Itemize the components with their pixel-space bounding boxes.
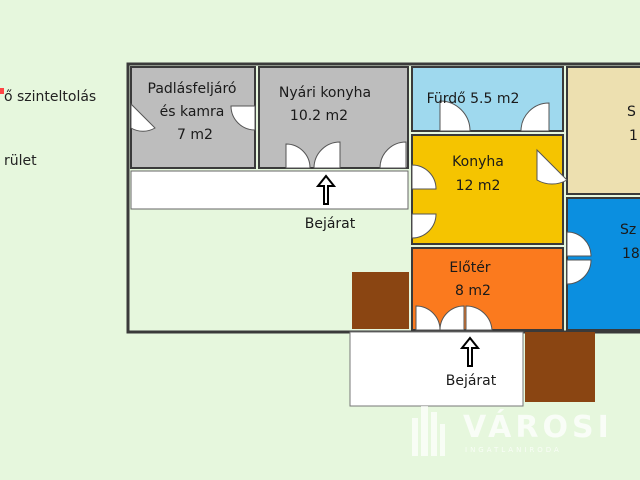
door-swing bbox=[313, 141, 341, 169]
brown-block-right bbox=[525, 332, 595, 402]
room-eloter bbox=[411, 247, 564, 331]
watermark-sub: INGATLANIRODA bbox=[465, 446, 562, 454]
building-icon bbox=[412, 406, 445, 456]
room-label-padlas-area: 7 m2 bbox=[177, 127, 213, 143]
door-swing bbox=[465, 305, 493, 331]
room-label-szoba-beige-area: 1 bbox=[629, 128, 638, 144]
room-label-furdo: Fürdő 5.5 m2 bbox=[427, 91, 520, 107]
entrance-arrow-bottom bbox=[459, 336, 481, 367]
room-label-padlas-line2: és kamra bbox=[160, 104, 225, 120]
legend: ő szinteltolás rület bbox=[0, 88, 96, 169]
room-label-szoba-blue-area: 18 bbox=[622, 246, 640, 262]
terrace bbox=[130, 170, 409, 210]
door-swing bbox=[439, 100, 471, 132]
room-label-padlas-line1: Padlásfeljáró bbox=[148, 81, 237, 97]
room-label-konyha-area: 12 m2 bbox=[456, 178, 501, 194]
watermark-brand: VÁROSI bbox=[463, 409, 613, 445]
door-swing bbox=[285, 143, 311, 169]
room-label-szoba-blue: Sz bbox=[620, 222, 636, 238]
entrance-label-top: Bejárat bbox=[305, 216, 356, 232]
watermark-logo: VÁROSI INGATLANIRODA bbox=[412, 406, 613, 456]
door-swing bbox=[411, 164, 437, 190]
room-label-eloter-area: 8 m2 bbox=[455, 283, 491, 299]
room-label-konyha: Konyha bbox=[452, 154, 504, 170]
legend-item-level-shift: ő szinteltolás bbox=[4, 89, 96, 105]
room-label-nyari-area: 10.2 m2 bbox=[290, 108, 348, 124]
entrance-label-bottom: Bejárat bbox=[446, 373, 497, 389]
door-swing bbox=[439, 305, 465, 331]
room-label-eloter: Előtér bbox=[449, 260, 490, 276]
legend-marker bbox=[0, 88, 4, 94]
room-szoba-beige bbox=[566, 66, 640, 195]
door-swing bbox=[520, 102, 550, 132]
door-swing bbox=[566, 231, 592, 257]
door-swing bbox=[536, 148, 568, 185]
door-swing bbox=[411, 213, 437, 239]
porch bbox=[349, 331, 524, 407]
door-swing bbox=[379, 141, 407, 169]
entrance-arrow-top bbox=[315, 174, 337, 205]
room-label-szoba-beige: S bbox=[627, 104, 636, 120]
door-swing bbox=[566, 259, 592, 285]
legend-item-area: rület bbox=[4, 153, 37, 169]
brown-block-left bbox=[352, 272, 409, 329]
door-swing bbox=[130, 102, 156, 132]
door-swings bbox=[130, 100, 592, 331]
door-swing bbox=[230, 105, 256, 131]
room-label-nyari: Nyári konyha bbox=[279, 85, 371, 101]
